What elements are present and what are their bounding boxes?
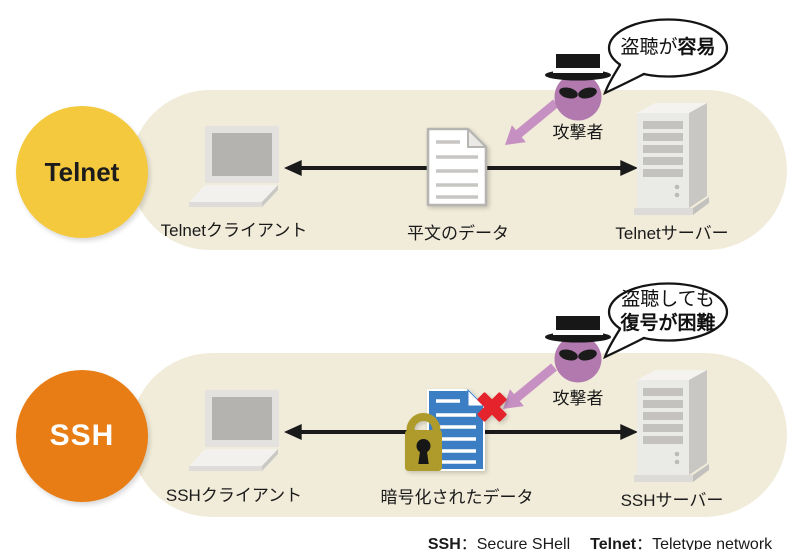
legend-ssh-term: SSH [427, 536, 461, 550]
speech-bubble-text: 盗聴が容易 [607, 24, 729, 72]
legend-telnet-definition: ：Teletype network [636, 536, 773, 550]
laptop-icon [186, 126, 282, 210]
attacker-label: 攻撃者 [552, 389, 604, 408]
ssh-badge-label: SSH [49, 419, 115, 452]
laptop-icon [186, 390, 282, 474]
telnet-badge: Telnet [16, 106, 148, 238]
ssh-badge: SSH [16, 370, 148, 502]
speech-bubble-text: 盗聴しても 復号が困難 [607, 285, 729, 339]
bubble-line: 盗聴しても [621, 289, 715, 311]
telnet-badge-label: Telnet [44, 156, 120, 187]
legend-telnet-term: Telnet [590, 536, 637, 550]
telnet-server-label: Telnetサーバー [615, 224, 729, 243]
telnet-client-label: Telnetクライアント [160, 221, 308, 240]
ssh-server-label: SSHサーバー [620, 491, 724, 510]
bubble-line-bold: 復号が困難 [620, 313, 716, 334]
encrypted-data-label: 暗号化されたデータ [380, 488, 534, 507]
document-icon [426, 127, 488, 207]
attacker-label: 攻撃者 [552, 123, 604, 142]
legend-ssh-definition: ：Secure SHell [460, 536, 571, 550]
legend: SSH：Secure SHell Telnet：Teletype network [400, 530, 800, 550]
encrypted-document-icon [398, 384, 514, 478]
plaintext-data-label: 平文のデータ [407, 224, 509, 243]
ssh-client-label: SSHクライアント [165, 486, 303, 505]
bubble-line: 盗聴が容易 [620, 37, 716, 59]
